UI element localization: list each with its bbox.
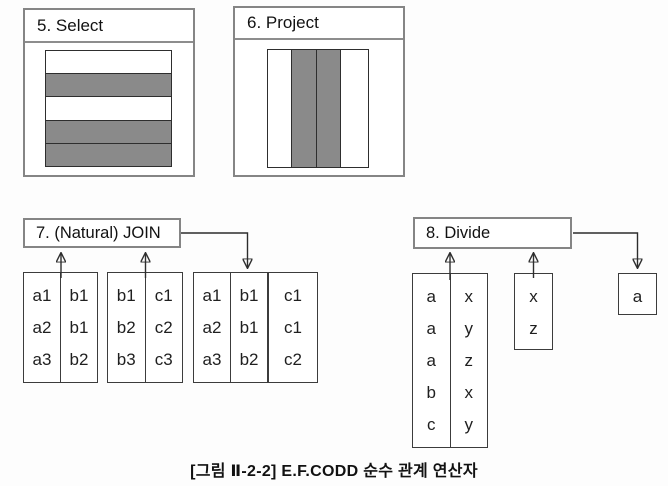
divide-output-connector [573,232,638,267]
table-column: b1 b1 b2 [60,273,97,382]
table-cell: x [529,287,538,306]
table-cell: x [464,383,474,402]
table-column: c1 c1 c2 [267,273,317,382]
table-cell: b1 [69,318,89,337]
divide-operator-title: 8. Divide [426,223,491,242]
table-cell: a [632,287,643,306]
table-cell: b2 [69,350,89,369]
table-cell: a1 [32,286,52,305]
join-input-table-1: a1 a2 a3 b1 b1 b2 [23,272,98,383]
table-cell: b1 [239,286,259,305]
table-cell: b3 [116,350,136,369]
gray-stripe [291,50,316,167]
table-cell: y [464,415,474,434]
table-column: a1 a2 a3 [24,273,60,382]
table-cell: a3 [32,350,52,369]
white-stripe [340,50,368,167]
table-cell: z [529,319,538,338]
white-stripe [46,51,171,74]
select-operator-box: 5. Select [23,8,195,177]
table-column: b1 b2 b3 [108,273,145,382]
table-cell: b1 [239,318,259,337]
table-cell: a2 [202,318,222,337]
project-relation-graphic [267,49,369,168]
table-cell: c1 [154,286,173,305]
table-cell: c2 [284,350,302,369]
divide-result-box: a [618,273,657,315]
table-cell: b2 [239,350,259,369]
table-cell: c3 [154,350,173,369]
join-input-table-2: b1 b2 b3 c1 c2 c3 [107,272,183,383]
table-cell: c1 [284,318,302,337]
table-cell: a [426,319,436,338]
white-stripe [268,50,292,167]
table-column: c1 c2 c3 [144,273,183,382]
gray-stripe [315,50,341,167]
table-cell: c2 [154,318,173,337]
table-cell: b1 [69,286,89,305]
table-cell: a [426,287,436,306]
table-column: a1 a2 a3 [194,273,230,382]
table-cell: a1 [202,286,222,305]
select-operator-title: 5. Select [25,10,193,43]
table-cell: y [464,319,474,338]
table-column: a [619,274,656,314]
table-cell: z [464,351,474,370]
gray-stripe [46,73,171,97]
white-stripe [46,96,171,120]
figure-caption: [그림 Ⅱ-2-2] E.F.CODD 순수 관계 연산자 [190,463,478,480]
join-operator-title: 7. (Natural) JOIN [36,223,161,242]
table-cell: c [427,415,436,434]
project-operator-title: 6. Project [235,8,403,40]
table-cell: b2 [116,318,136,337]
project-operator-box: 6. Project [233,6,405,177]
table-cell: b [426,383,436,402]
gray-stripe [46,142,171,167]
table-cell: x [464,287,474,306]
table-cell: a2 [32,318,52,337]
divide-operator-label: 8. Divide [413,217,572,249]
join-result-table: a1 a2 a3 b1 b1 b2 c1 c1 c2 [193,272,318,383]
join-operator-label: 7. (Natural) JOIN [23,218,181,248]
join-output-connector [181,232,248,267]
table-cell: b1 [116,286,136,305]
table-column: b1 b1 b2 [230,273,267,382]
table-cell: a [426,351,436,370]
select-relation-graphic [45,50,172,167]
table-cell: c1 [284,286,302,305]
table-cell: a3 [202,350,222,369]
gray-stripe [46,119,171,143]
